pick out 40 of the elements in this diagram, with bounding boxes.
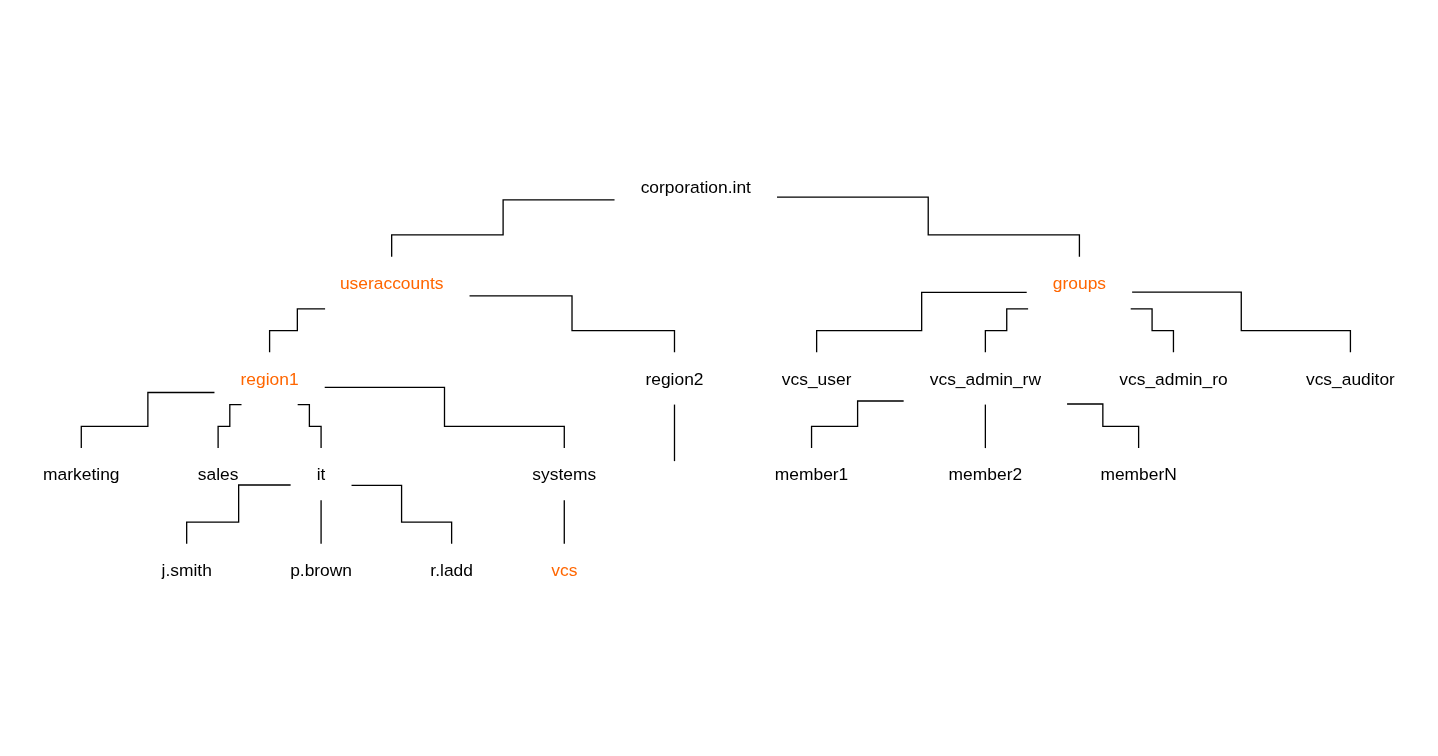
connector-line bbox=[1131, 290, 1352, 353]
connector-line bbox=[816, 291, 1028, 353]
connector-line bbox=[776, 196, 1081, 257]
node-label: marketing bbox=[43, 464, 120, 484]
node-label: groups bbox=[1052, 272, 1106, 292]
node-label: vcs_auditor bbox=[1305, 368, 1395, 388]
node-label: p.brown bbox=[290, 559, 353, 579]
node-label: vcs_admin_rw bbox=[929, 368, 1041, 388]
connector-line bbox=[468, 294, 676, 353]
node-label: region1 bbox=[240, 368, 299, 388]
connector-line bbox=[1130, 307, 1175, 353]
node-label: memberN bbox=[1100, 464, 1177, 484]
connector-line bbox=[80, 391, 216, 449]
node-label: member2 bbox=[948, 464, 1023, 484]
connector-line bbox=[1066, 402, 1140, 449]
connector-line bbox=[391, 198, 616, 257]
connector-line bbox=[268, 307, 326, 353]
connector-line bbox=[810, 399, 905, 449]
connector-line bbox=[984, 307, 1029, 353]
node-label: j.smith bbox=[161, 559, 212, 579]
connector-line bbox=[673, 403, 676, 462]
node-label: useraccounts bbox=[339, 272, 444, 292]
connector-line bbox=[984, 403, 987, 449]
node-label: sales bbox=[197, 464, 239, 484]
node-label: r.ladd bbox=[430, 559, 473, 579]
connector-line bbox=[324, 386, 565, 449]
node-label: vcs_user bbox=[781, 368, 852, 388]
node-label: vcs bbox=[551, 559, 578, 579]
connector-line bbox=[217, 403, 243, 449]
connector-line bbox=[186, 483, 292, 544]
connector-line bbox=[563, 499, 565, 544]
connector-line bbox=[297, 403, 322, 449]
node-label: vcs_admin_ro bbox=[1119, 368, 1228, 388]
node-label: corporation.int bbox=[640, 177, 751, 197]
node-label: region2 bbox=[645, 368, 704, 388]
node-label: member1 bbox=[774, 464, 849, 484]
node-label: systems bbox=[532, 464, 597, 484]
connector-line bbox=[350, 484, 453, 544]
node-label: it bbox=[316, 464, 326, 484]
connector-line bbox=[320, 499, 322, 544]
